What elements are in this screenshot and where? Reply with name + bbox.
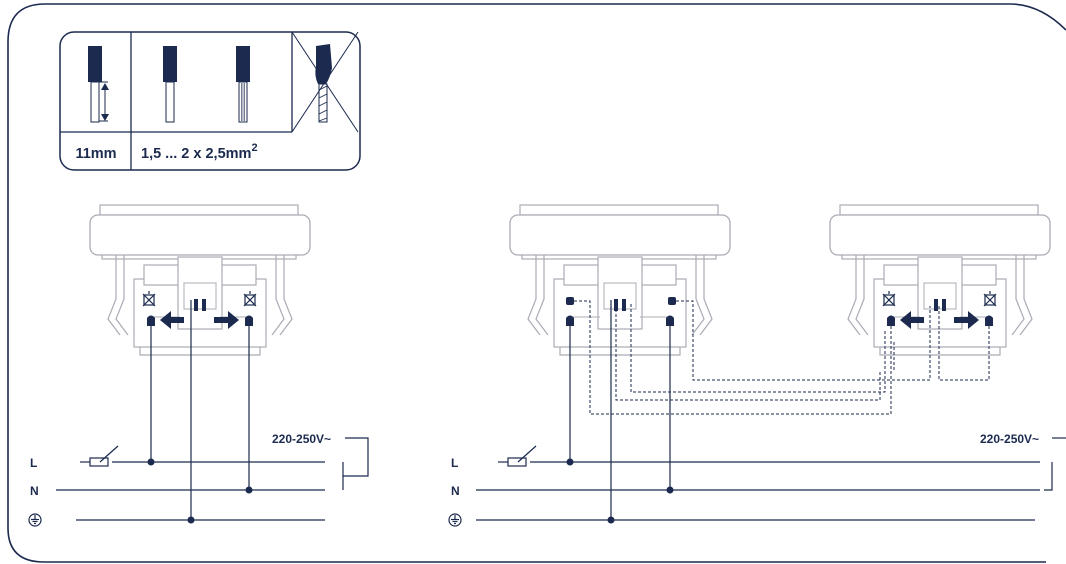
junction-dot [666,486,674,494]
label-neutral-right: N [451,484,460,498]
strip-length-label: 11mm [75,146,116,162]
junction-dot [147,458,155,466]
socket-right-1 [509,204,731,356]
fuse-icon [507,445,537,467]
page-frame [7,3,1066,563]
voltage-label-right: 220-250V~ [980,432,1039,446]
junction-dot [187,516,195,524]
cross-section-label: 1,5 ... 2 x 2,5mm2 [141,142,258,162]
arrow-icon [214,311,239,329]
solid-wire-icon [163,46,177,123]
terminal-icon [566,297,574,305]
socket-left [89,204,311,356]
fuse-icon [89,445,119,467]
terminal-icon [985,315,993,326]
left-wiring [56,300,369,521]
socket-right-2 [829,204,1051,356]
junction-dot [607,516,615,524]
junction-dot [566,458,574,466]
junction-dot [245,486,253,494]
loop-through-wiring [574,300,990,415]
earth-ground-icon [28,513,42,527]
terminal-icon [666,315,674,326]
label-neutral-left: N [30,484,39,498]
terminal-icon [668,297,676,305]
right-wiring [476,300,1066,521]
terminal-icon [245,315,253,326]
arrow-icon [954,311,979,329]
voltage-label-left: 220-250V~ [272,432,331,446]
arrow-icon [160,311,184,329]
terminal-icon [566,315,574,326]
label-live-right: L [451,456,458,470]
terminal-icon [147,315,155,326]
twisted-wire-not-allowed-icon [291,31,359,133]
arrow-icon [900,311,924,329]
stripped-wire-icon [88,46,109,123]
terminal-icon [887,315,895,326]
label-live-left: L [30,456,37,470]
wire-spec-box: 11mm 1,5 ... 2 x 2,5mm2 [59,31,361,171]
earth-ground-icon [448,513,462,527]
stranded-wire-icon [236,46,250,123]
